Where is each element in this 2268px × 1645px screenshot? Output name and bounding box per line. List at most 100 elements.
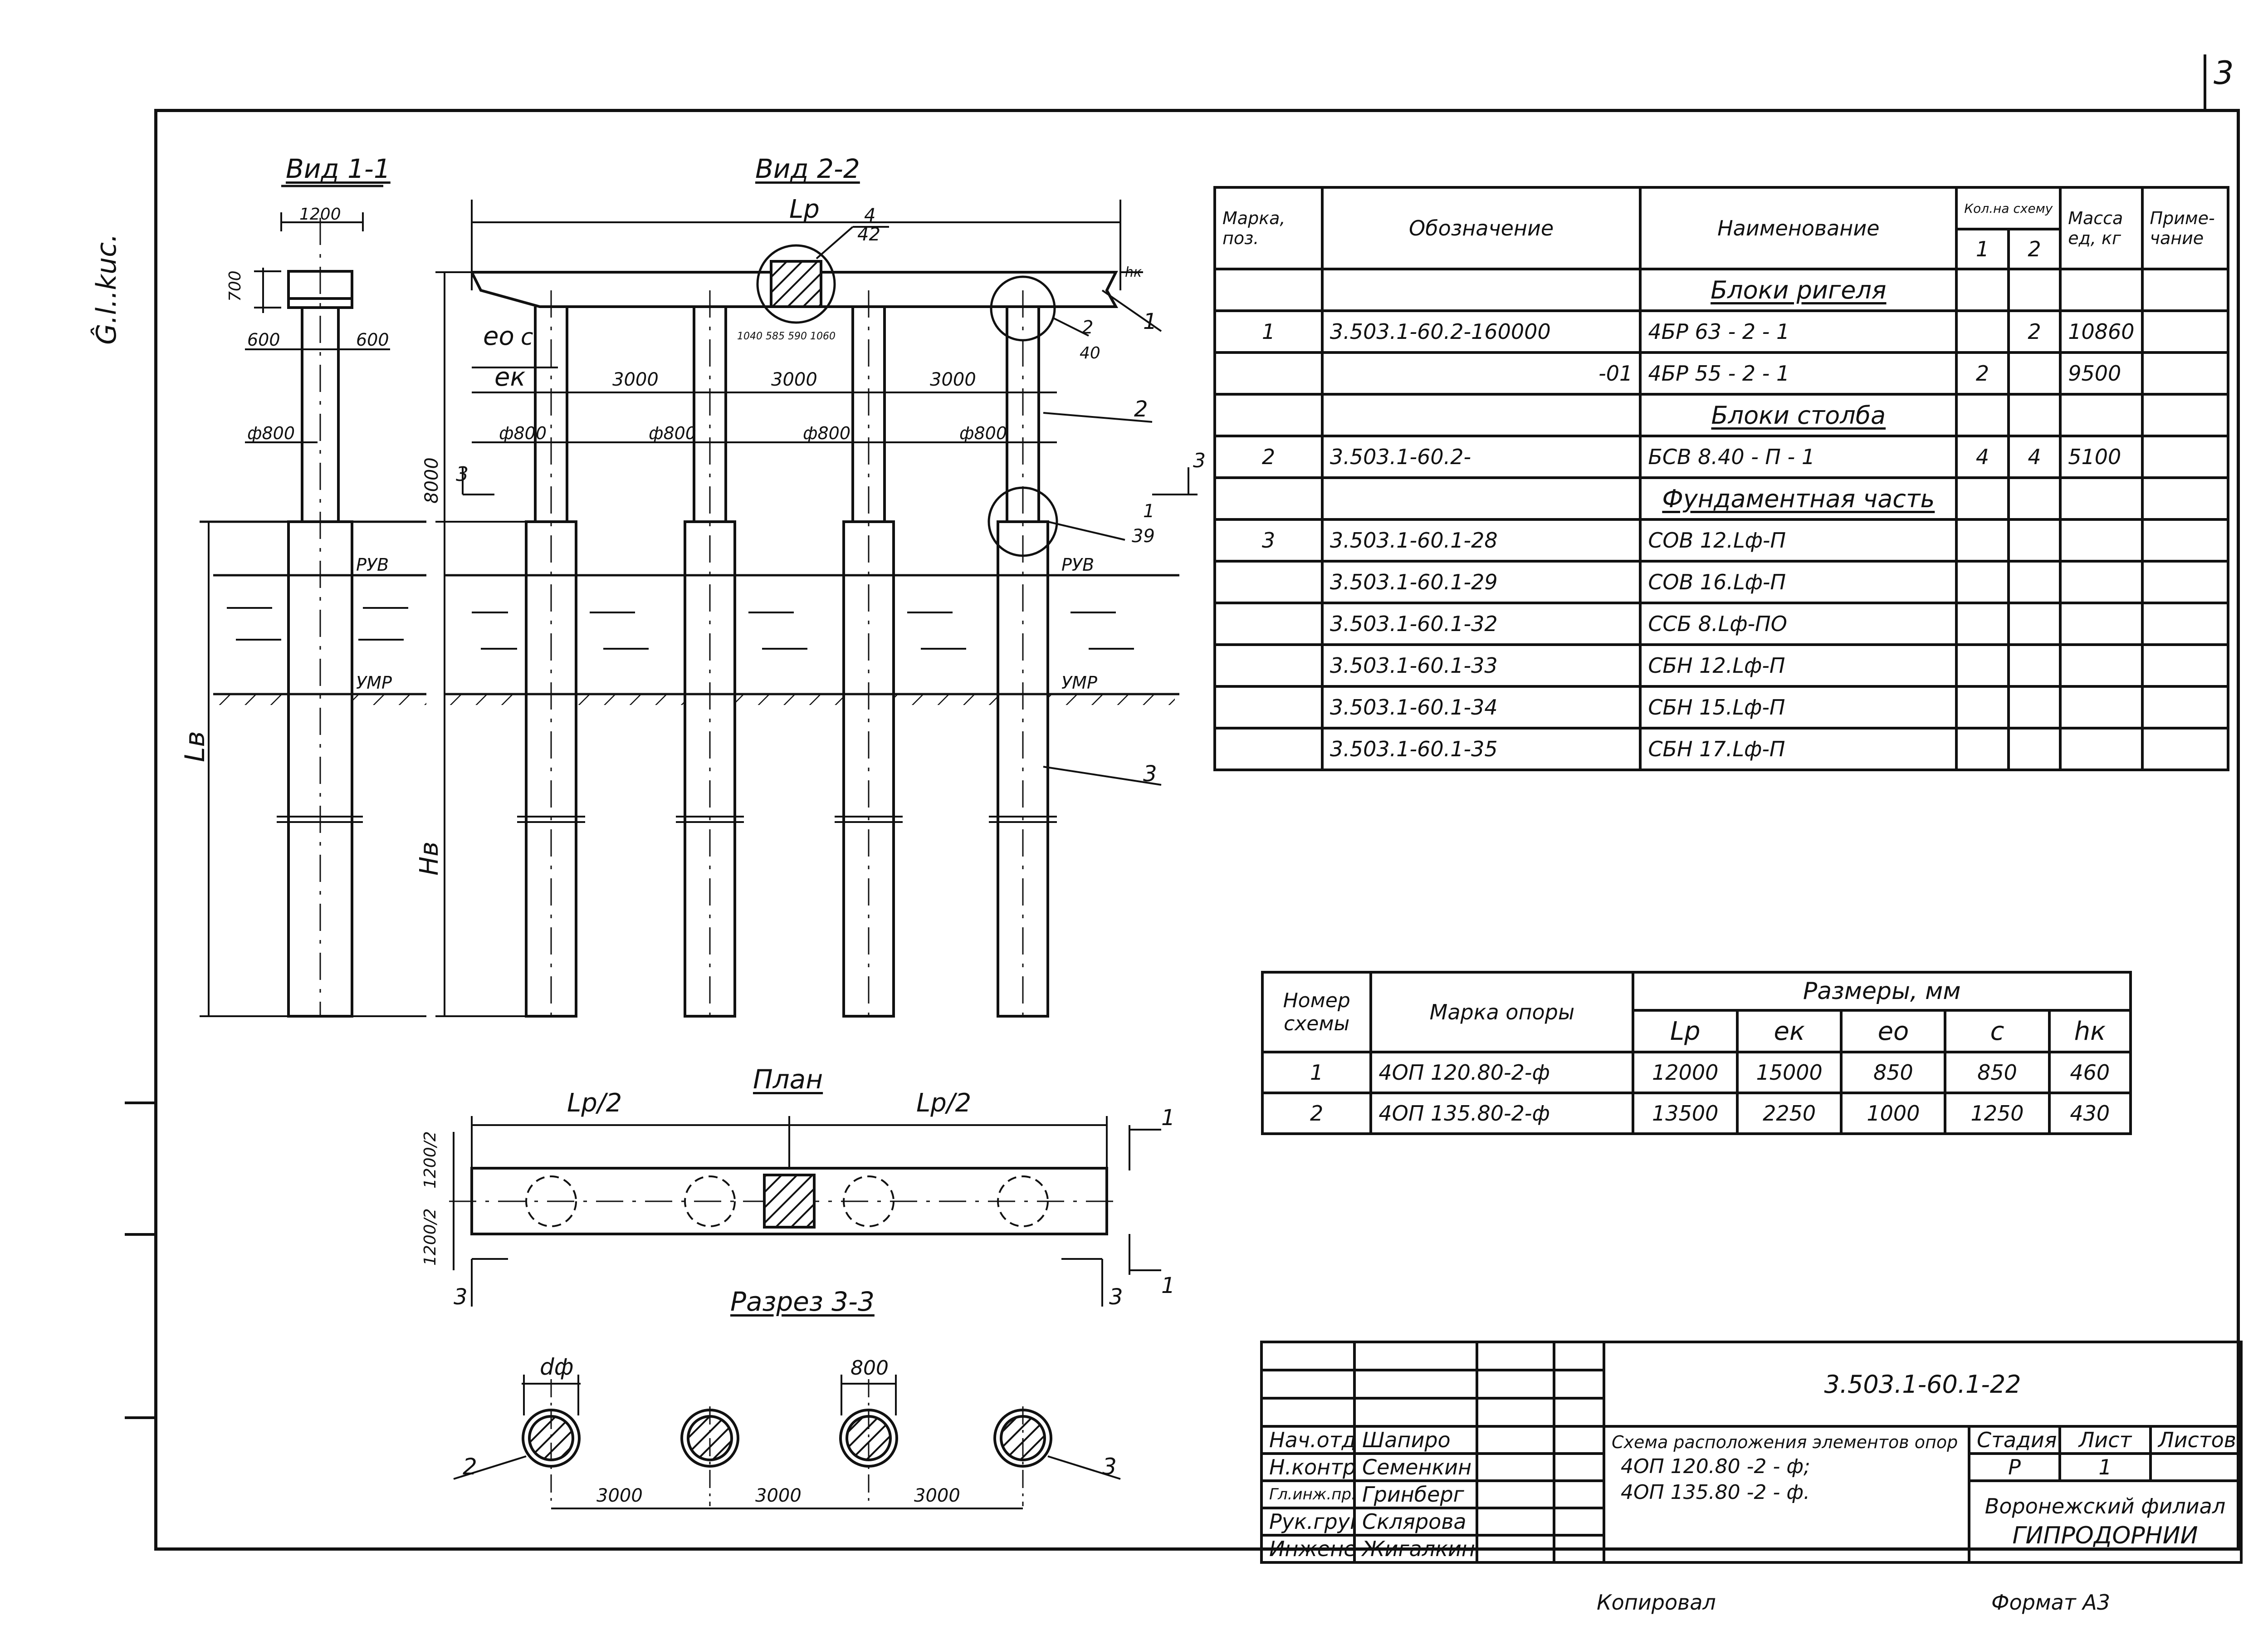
v2-call-39: 39	[1132, 526, 1155, 547]
v2-lead-1: 1	[1143, 309, 1157, 334]
col-lp: Lp	[1632, 1009, 1739, 1053]
v1-dim-700: 700	[226, 270, 244, 302]
v2-eo: eo	[483, 322, 514, 351]
v2-call-2: 2	[1082, 317, 1093, 338]
col-c: c	[1944, 1009, 2051, 1053]
col-mass: Масса ед, кг	[2059, 186, 2144, 270]
drawing-code: 3.503.1-60.1-22	[1602, 1341, 2243, 1428]
drawing-title: Схема расположения элементов опор 4ОП 12…	[1603, 1425, 1970, 1564]
v1-dim-600b: 600	[356, 330, 389, 350]
sheets-label: Листов	[2149, 1425, 2243, 1455]
v2-umr: УМР	[1061, 673, 1097, 693]
plan-mark-1-top: 1	[1161, 1105, 1175, 1131]
view-2-2	[435, 200, 1198, 1018]
v1-dim-600a: 600	[247, 330, 280, 350]
plan-lp2-right: Lp/2	[916, 1088, 971, 1118]
view-2-2-title: Вид 2-2	[755, 153, 860, 184]
page-number-box	[2204, 54, 2243, 109]
v2-hk: hк	[1125, 264, 1142, 280]
section-dphi: dф	[540, 1354, 574, 1380]
section-lead-3: 3	[1102, 1454, 1117, 1480]
v2-call-4: 4	[864, 205, 875, 226]
v2-c: c	[521, 324, 533, 350]
sheets-value	[2149, 1452, 2243, 1482]
drawing-frame	[154, 109, 2240, 1551]
col-sizes: Размеры, мм	[1632, 971, 2132, 1012]
v1-umr: УМР	[356, 673, 392, 693]
v2-span1: 3000	[612, 369, 659, 390]
col-mark: Марка, поз.	[1213, 186, 1324, 270]
col-q1: 1	[1955, 228, 2010, 270]
spec-table: Марка, поз. Обозначение Наименование Кол…	[1213, 186, 2230, 771]
view-1-1	[200, 185, 426, 1018]
v2-sec3b: 3	[1193, 449, 1206, 472]
v2-phi4: ф800	[959, 423, 1007, 443]
col-support-mark: Марка опоры	[1369, 971, 1635, 1053]
border-tick	[125, 1233, 154, 1236]
plan-mark-3-right: 3	[1109, 1284, 1123, 1310]
v2-lp: Lp	[789, 195, 820, 224]
col-eo: eo	[1840, 1009, 1947, 1053]
size-table: Номер схемы Марка опоры Размеры, мм Lp e…	[1261, 971, 2132, 1135]
title-block: 3.503.1-60.1-22 Нач.отд.Шапиро Схема рас…	[1260, 1341, 2243, 1564]
section-title: Разрез 3-3	[730, 1286, 875, 1317]
v2-call-40: 40	[1080, 344, 1100, 362]
person-row: Рук.груп.Склярова	[1260, 1507, 2241, 1537]
stage-value: Р	[1968, 1452, 2061, 1482]
v1-ruv: РУВ	[356, 555, 389, 575]
border-tick	[125, 1416, 154, 1419]
view-1-1-title: Вид 1-1	[286, 153, 391, 184]
plan-1200-bottom: 1200/2	[421, 1208, 440, 1266]
v2-lead-2: 2	[1134, 397, 1148, 422]
sheet-value: 1	[2058, 1452, 2152, 1482]
sheet-label: Лист	[2058, 1425, 2152, 1455]
v2-call-1: 1	[1143, 501, 1154, 522]
col-qty: Кол.на схему	[1955, 186, 2062, 230]
col-designation: Обозначение	[1320, 186, 1642, 270]
section-lead-2: 2	[463, 1454, 477, 1480]
v2-hv: Hв	[415, 842, 444, 876]
person-row: ИнженерЖигалкина	[1260, 1534, 2241, 1564]
person-row: Гл.инж.пр.Гринберг Воронежский филиал ГИ…	[1260, 1479, 2243, 1564]
col-hk: hк	[2048, 1009, 2132, 1053]
plan-view	[449, 1116, 1161, 1307]
v1-phi: ф800	[247, 423, 295, 443]
plan-mark-3-left: 3	[454, 1284, 468, 1310]
plan-lp2-left: Lp/2	[567, 1088, 622, 1118]
section-span3: 3000	[914, 1485, 960, 1506]
section-row: Блоки столба	[1639, 393, 1958, 437]
v2-ruv: РУВ	[1061, 555, 1094, 575]
section-row: Фундаментная часть	[1639, 476, 1958, 521]
v2-ek: eк	[494, 362, 525, 392]
v2-lead-3: 3	[1143, 761, 1157, 787]
v2-phi3: ф800	[803, 423, 850, 443]
v2-h8000: 8000	[421, 457, 442, 504]
stage-label: Стадия	[1968, 1425, 2061, 1455]
v2-sec3: 3	[456, 463, 469, 486]
v1-lv: Lв	[179, 731, 211, 762]
col-name: Наименование	[1639, 186, 1958, 270]
v2-call-42: 42	[857, 224, 880, 245]
plan-mark-1-bottom: 1	[1161, 1273, 1175, 1298]
person-row: Нач.отд.Шапиро Схема расположения элемен…	[1260, 1425, 2243, 1564]
plan-title: План	[753, 1064, 823, 1095]
v2-phi1: ф800	[499, 423, 547, 443]
person-row: Н.контр.Семенкин Р 1	[1260, 1452, 2243, 1482]
organization: Воронежский филиал ГИПРОДОРНИИ	[1967, 1479, 2243, 1564]
col-scheme: Номер схемы	[1261, 971, 1373, 1053]
section-span1: 3000	[596, 1485, 643, 1506]
v2-span2: 3000	[771, 369, 817, 390]
col-q2: 2	[2007, 228, 2062, 270]
format-label: Формат A3	[1991, 1590, 2110, 1615]
